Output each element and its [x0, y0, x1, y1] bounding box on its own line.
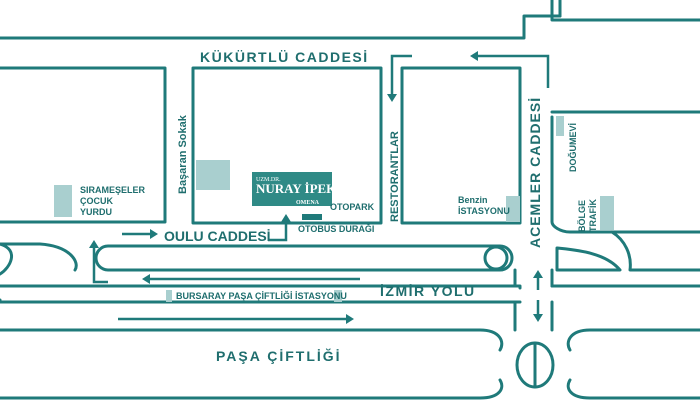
- median-oulu: [0, 242, 13, 276]
- lower-road-bottom: [0, 298, 522, 304]
- bus-stop-marker: [302, 214, 322, 220]
- pasa-bottom-right: [566, 378, 700, 400]
- label-restorantlar: RESTORANTLAR: [389, 131, 401, 222]
- arrowhead-acemler-top: [533, 270, 543, 278]
- arrowhead-uturn: [89, 240, 99, 248]
- bursaray-marker-left: [166, 290, 172, 302]
- label-sirameseler-1: SIRAMEŞELER: [80, 185, 146, 195]
- label-acemler: ACEMLER CADDESİ: [527, 97, 543, 248]
- block-restorantlar: [400, 66, 522, 225]
- label-sirameseler-2: ÇOCUK: [80, 196, 113, 206]
- roundabout-small: [483, 245, 509, 271]
- building-dogumevi: [556, 116, 564, 136]
- label-otopark: OTOPARK: [330, 202, 375, 212]
- block-right: [550, 115, 700, 234]
- arrow-left-uturn: [92, 248, 108, 284]
- pasa-bottom-left: [0, 378, 504, 400]
- label-kukurtlu: KÜKÜRTLÜ CADDESİ: [200, 49, 369, 65]
- arrowhead-pasa: [346, 314, 354, 324]
- block-left: [0, 66, 167, 224]
- label-otobus: OTOBÜS DURAĞI: [298, 223, 374, 234]
- label-bolge-2: TRAFİK: [588, 199, 598, 232]
- pasa-top-left: [0, 328, 504, 352]
- arrowhead-izmir: [142, 274, 150, 284]
- right-island: [555, 246, 622, 272]
- arrowhead-oulu: [150, 229, 158, 239]
- clinic-logo[interactable]: UZM.DR. NURAY İPEK OMENA: [252, 172, 337, 206]
- arrowhead-busstop: [281, 214, 291, 222]
- label-oulu: OULU CADDESİ: [164, 228, 271, 244]
- brand-sub: OMENA: [296, 200, 320, 206]
- right-bottom-edge: [610, 230, 700, 272]
- top-left-block: [0, 0, 562, 40]
- label-pasa: PAŞA ÇİFTLİĞİ: [216, 347, 342, 364]
- block-right-top: [550, 0, 700, 22]
- pasa-top-right: [566, 328, 700, 352]
- median-capsule: [94, 244, 514, 272]
- arrow-to-busstop: [268, 222, 288, 242]
- label-bursaray: BURSARAY PAŞA ÇİFTLİĞİ İSTASYONU: [176, 290, 347, 301]
- label-izmir: İZMİR YOLU: [380, 283, 476, 299]
- brand-name: NURAY İPEK: [256, 181, 337, 196]
- label-benzin-1: Benzin: [458, 195, 488, 205]
- arrow-kukurtlu-west: [478, 54, 550, 88]
- building-bolge: [600, 196, 614, 230]
- label-benzin-2: İSTASYONU: [458, 206, 510, 216]
- arrowhead-restorantlar: [387, 94, 397, 102]
- label-bolge-1: BÖLGE: [577, 200, 587, 232]
- label-basaran: Başaran Sokak: [177, 114, 189, 194]
- label-dogumevi: DOĞUMEVİ: [567, 123, 578, 172]
- label-sirameseler-3: YURDU: [80, 207, 112, 217]
- arrow-restorantlar-south: [390, 54, 412, 94]
- building-sirameseler: [54, 185, 72, 217]
- arrowhead-acemler-bottom: [533, 314, 543, 322]
- arrowhead-kukurtlu: [470, 51, 478, 61]
- median-left-edge: [0, 242, 78, 272]
- bursaray-marker: [334, 290, 342, 302]
- building-benzin: [506, 196, 520, 222]
- brand-prefix: UZM.DR.: [256, 177, 281, 183]
- building-basaran: [196, 160, 230, 190]
